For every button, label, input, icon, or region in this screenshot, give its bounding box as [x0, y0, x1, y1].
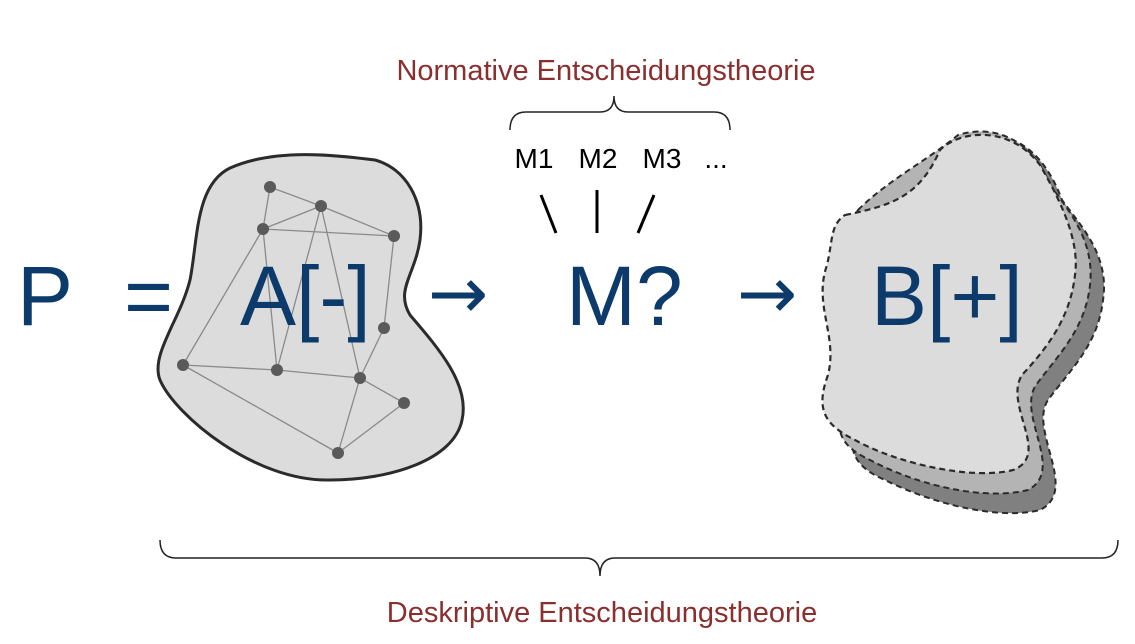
equals-sign: =	[124, 249, 173, 343]
model-more: ...	[704, 143, 727, 174]
arrow-m-to-b: →	[737, 251, 797, 335]
blob-b-layer-front	[821, 133, 1077, 475]
normative-theory-label: Normative Entscheidungstheorie	[396, 55, 815, 87]
network-nodes	[177, 181, 410, 459]
model-m1: M1	[515, 143, 554, 174]
model-m2: M2	[579, 143, 618, 174]
a-label: A[-]	[240, 249, 371, 343]
descriptive-brace	[159, 539, 1119, 577]
connector-left	[539, 194, 558, 234]
model-m3: M3	[643, 143, 682, 174]
network-node	[271, 364, 283, 376]
connector-right	[636, 194, 656, 234]
b-label: B[+]	[871, 249, 1023, 343]
network-node	[257, 223, 269, 235]
network-node	[378, 322, 390, 334]
network-edges	[182, 186, 405, 454]
m-label: M?	[566, 249, 683, 343]
network-node	[264, 181, 276, 193]
network-node	[398, 397, 410, 409]
network-node	[177, 359, 189, 371]
normative-brace	[509, 95, 731, 131]
descriptive-theory-label: Deskriptive Entscheidungstheorie	[387, 597, 817, 629]
network-node	[388, 230, 400, 242]
arrow-a-to-m: →	[428, 251, 488, 335]
network-node	[332, 447, 344, 459]
network-node	[354, 372, 366, 384]
network-node	[315, 200, 327, 212]
model-connectors	[539, 190, 656, 234]
p-label: P	[17, 249, 73, 343]
